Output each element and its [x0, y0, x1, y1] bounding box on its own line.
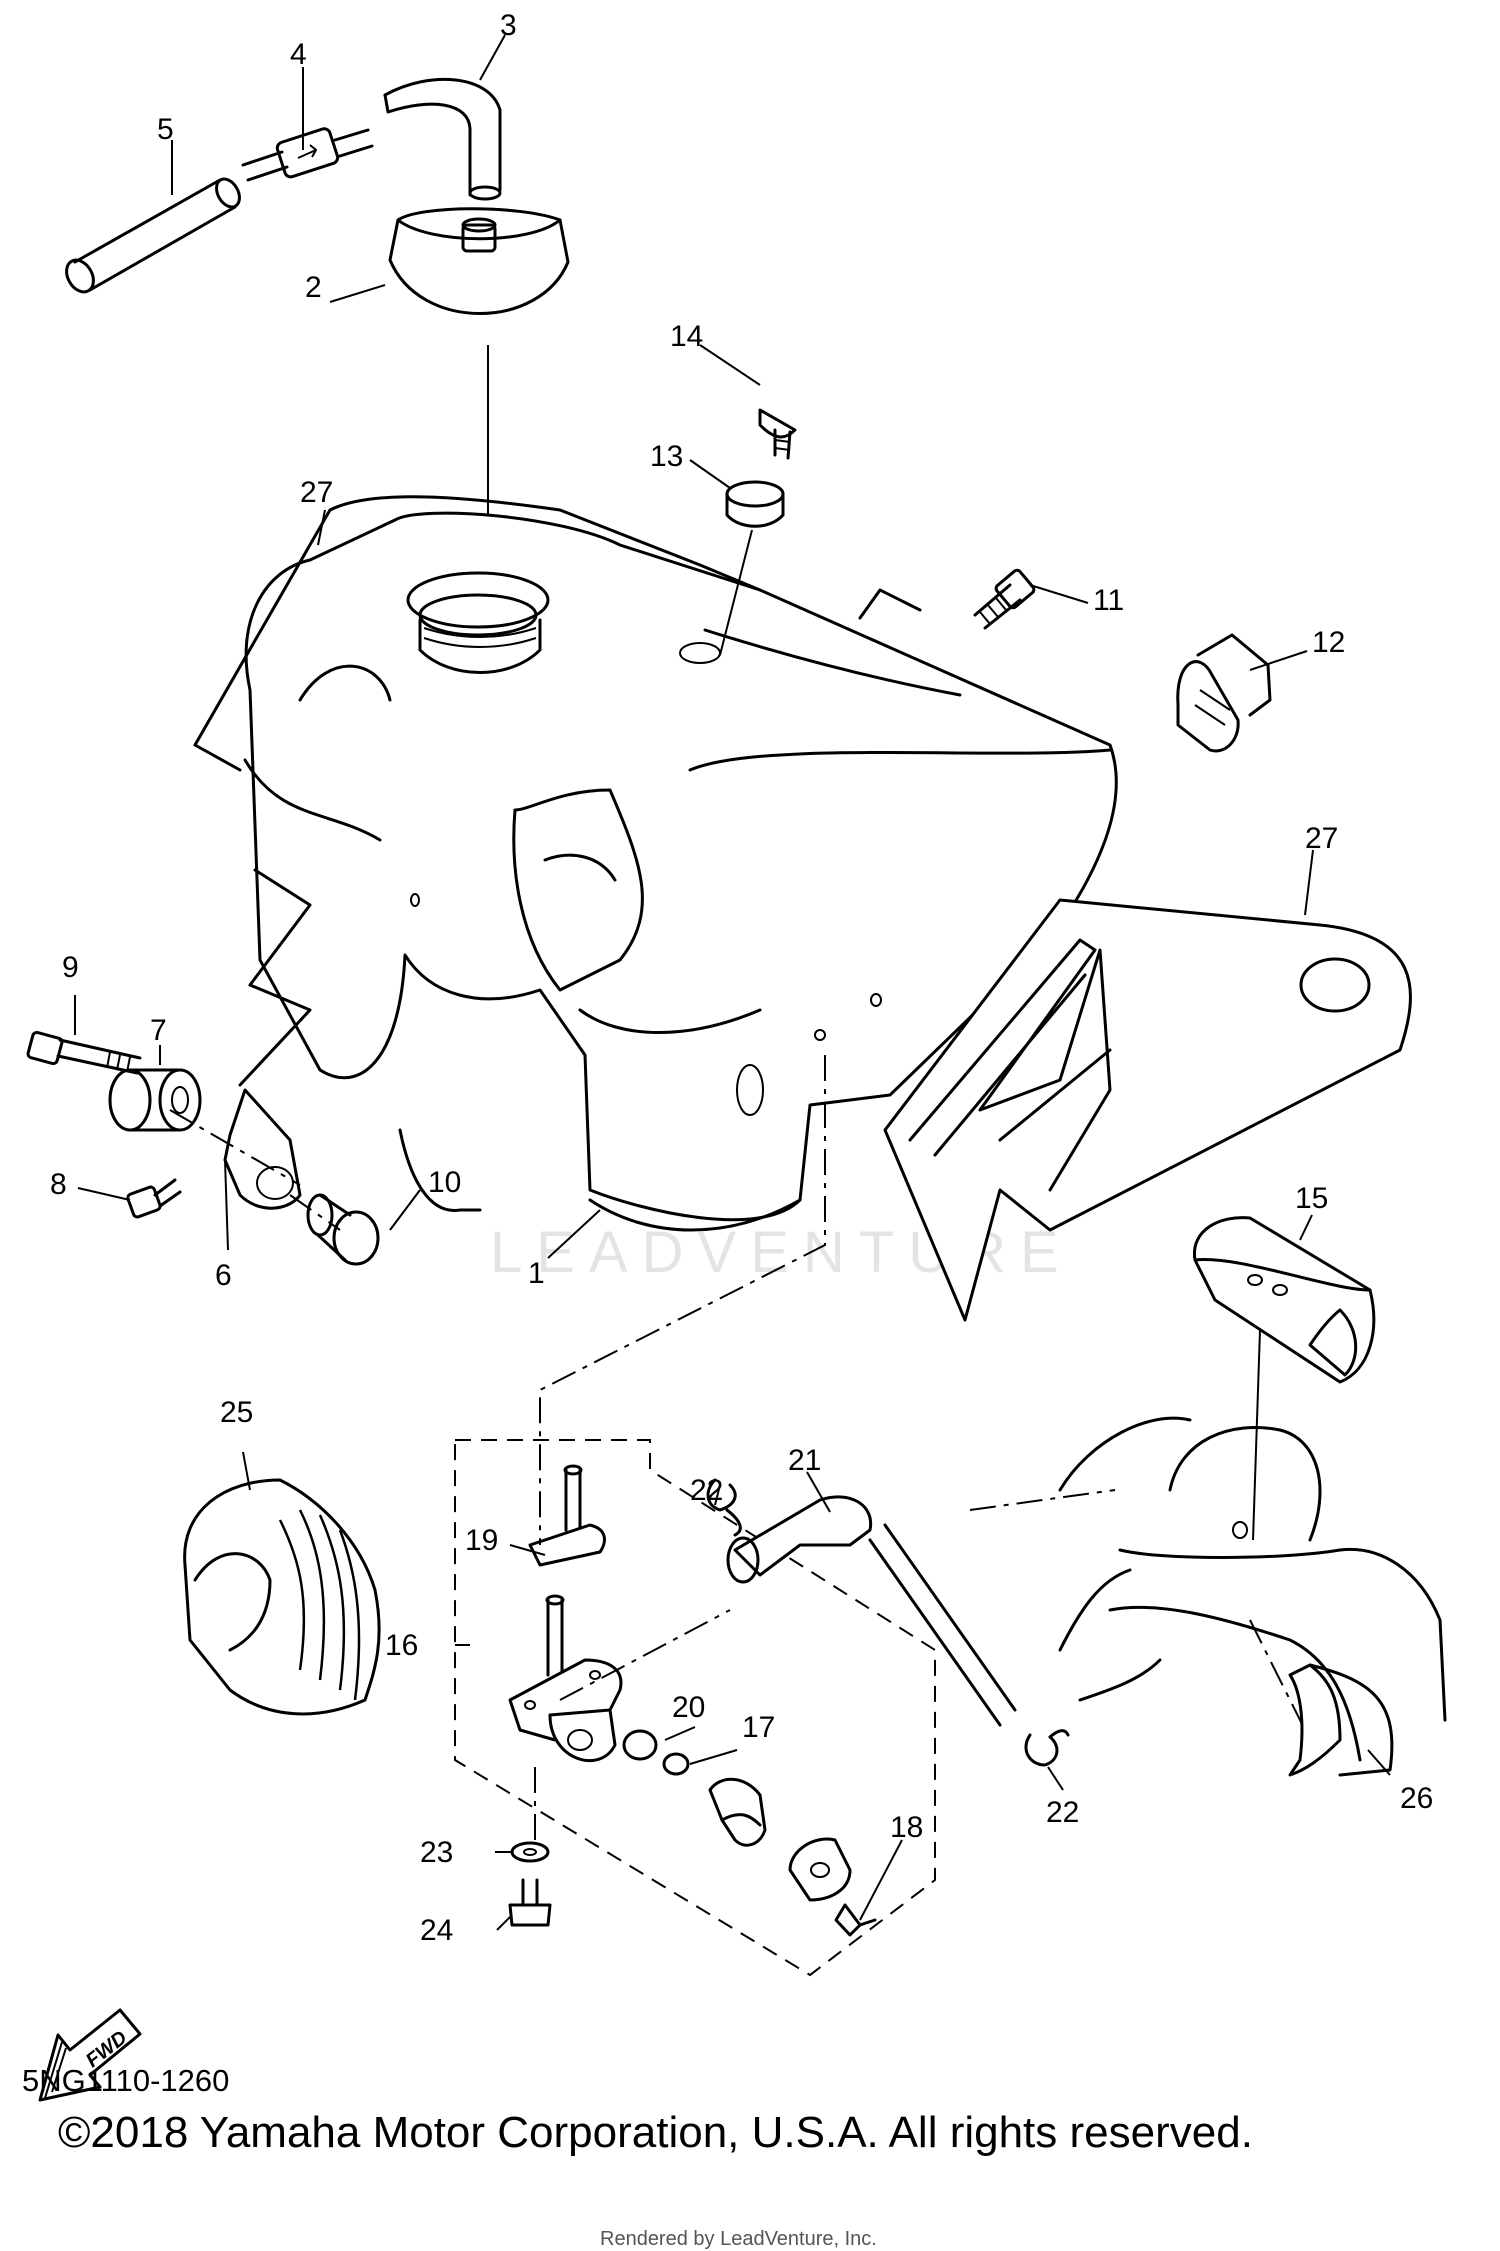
part-bolt-8 [126, 1178, 182, 1219]
part-lever [708, 1777, 767, 1847]
callout-8: 8 [50, 1168, 67, 1201]
callout-1: 1 [528, 1257, 545, 1290]
callout-17: 17 [742, 1711, 775, 1744]
part-bracket-6 [223, 1088, 302, 1210]
part-clip-22-upper [706, 1478, 742, 1537]
callout-6: 6 [215, 1259, 232, 1292]
part-frame-section [1058, 1416, 1447, 1762]
callout-16: 16 [385, 1629, 418, 1662]
callout-12: 12 [1312, 626, 1345, 659]
part-plate-18 [788, 1837, 877, 1937]
part-damper-7 [108, 1068, 202, 1132]
part-clamp-26 [1288, 1663, 1394, 1777]
part-clip [1176, 633, 1272, 753]
callout-14: 14 [670, 320, 703, 353]
part-tank-graphic-left [193, 495, 962, 1087]
callout-15: 15 [1295, 1182, 1328, 1215]
diagram-reference-code: 5NG1110-1260 [22, 2063, 230, 2098]
callout-25: 25 [220, 1396, 253, 1429]
callout-4: 4 [290, 38, 307, 71]
part-collar-13 [725, 480, 785, 528]
callout-13: 13 [650, 440, 683, 473]
callout-21: 21 [788, 1444, 821, 1477]
part-fuel-cap [388, 207, 570, 315]
callout-20: 20 [672, 1691, 705, 1724]
rendered-by-text: Rendered by LeadVenture, Inc. [600, 2228, 877, 2250]
callout-3: 3 [500, 9, 517, 42]
part-hose [65, 177, 241, 294]
callout-27-right: 27 [1305, 822, 1338, 855]
callout-22-lower: 22 [1046, 1796, 1079, 1829]
callout-7: 7 [150, 1014, 167, 1047]
part-clip-22-lower [1024, 1729, 1070, 1767]
part-gasket-20 [622, 1729, 658, 1761]
part-tank-graphic-right [883, 898, 1412, 1322]
fwd-arrow-icon: FWD [38, 2008, 142, 2102]
part-bolt-9 [26, 1030, 142, 1075]
callout-18: 18 [890, 1811, 923, 1844]
part-fuel-cock-assembly [454, 1439, 936, 1977]
part-check-valve [241, 127, 374, 182]
copyright-text: ©2018 Yamaha Motor Corporation, U.S.A. A… [58, 2108, 1253, 2157]
callout-26: 26 [1400, 1782, 1433, 1815]
callout-11: 11 [1093, 584, 1124, 617]
part-fuel-tank [243, 511, 1118, 1232]
callout-22-upper: 22 [690, 1474, 723, 1507]
callout-2: 2 [305, 271, 322, 304]
part-washer-23 [510, 1841, 550, 1863]
part-oring-17 [662, 1752, 690, 1776]
callout-9: 9 [62, 951, 79, 984]
part-bolt-11 [973, 568, 1036, 630]
callout-10: 10 [428, 1166, 461, 1199]
callout-24: 24 [420, 1914, 453, 1947]
callout-19: 19 [465, 1524, 498, 1557]
callout-5: 5 [157, 113, 174, 146]
callout-23: 23 [420, 1836, 453, 1869]
part-breather-hose [383, 77, 502, 201]
callouts: 1 2 3 4 5 6 7 8 9 10 11 12 13 14 15 16 1… [50, 9, 1433, 1947]
part-screw-14 [758, 408, 797, 460]
leader-lines [74, 34, 1391, 1931]
part-cover-25 [183, 1478, 381, 1716]
part-collar-10 [306, 1193, 380, 1266]
part-fuel-hose-21 [726, 1495, 1017, 1727]
part-screw-24 [508, 1878, 552, 1927]
part-fuel-cock-guard [1193, 1216, 1376, 1384]
callout-27-left: 27 [300, 476, 333, 509]
